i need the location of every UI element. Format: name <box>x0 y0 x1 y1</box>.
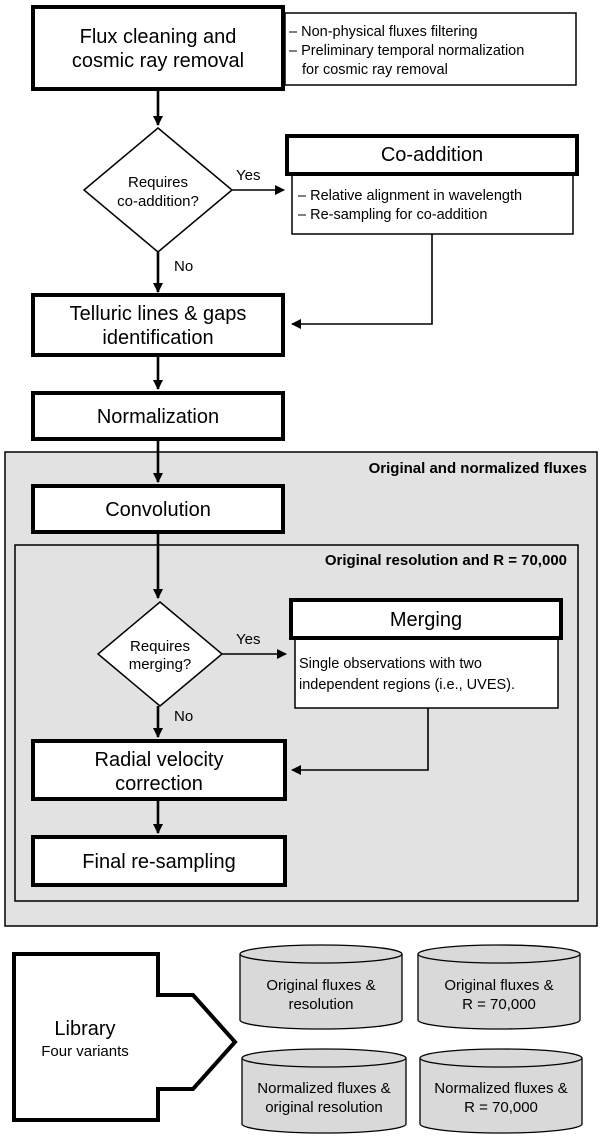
merging-decision-diamond <box>96 601 224 707</box>
library-subtitle: Four variants <box>41 1043 129 1060</box>
library-title: Library <box>54 1018 115 1040</box>
normalization-label: Normalization <box>97 406 219 428</box>
variant-4-line-2: R = 70,000 <box>464 1099 538 1116</box>
convolution-label: Convolution <box>105 499 211 521</box>
final-resampling-box <box>31 835 287 887</box>
coaddition-decision-diamond <box>82 127 234 253</box>
arrow-coaddition-to-telluric <box>291 234 433 329</box>
coaddition-no-label: No <box>174 258 193 275</box>
flux-cleaning-note-3: for cosmic ray removal <box>302 62 448 78</box>
telluric-line-2: identification <box>102 327 213 349</box>
telluric-box <box>31 293 285 357</box>
variant-3-line-2: original resolution <box>265 1099 383 1116</box>
flux-cleaning-box <box>31 5 285 91</box>
variant-2-line-2: R = 70,000 <box>462 996 536 1013</box>
merging-no-label: No <box>174 708 193 725</box>
flux-cleaning-line-1: Flux cleaning and <box>80 26 237 48</box>
merging-note-1: Single observations with two <box>299 656 482 672</box>
coaddition-title-box <box>285 134 579 176</box>
merging-title-box <box>289 598 563 640</box>
merging-note-2: independent regions (i.e., UVES). <box>299 677 515 693</box>
variant-1-line-1: Original fluxes & <box>266 977 375 994</box>
flux-cleaning-line-2: cosmic ray removal <box>72 50 244 72</box>
variant-2-line-1: Original fluxes & <box>444 977 553 994</box>
arrow-merging-to-radial-velocity <box>291 707 429 775</box>
convolution-box <box>31 484 285 534</box>
inner-group-label: Original resolution and R = 70,000 <box>325 552 567 569</box>
outer-group-label: Original and normalized fluxes <box>369 460 587 477</box>
flux-cleaning-note-1: – Non-physical fluxes filtering <box>289 24 478 40</box>
flux-cleaning-note-2: – Preliminary temporal normalization <box>289 43 524 59</box>
variant-4-line-1: Normalized fluxes & <box>434 1080 567 1097</box>
coaddition-note-2: – Re-sampling for co-addition <box>298 207 487 223</box>
coaddition-title: Co-addition <box>381 144 483 166</box>
merging-question-line-2: merging? <box>129 656 192 673</box>
cylinder-normalized-resolution: Normalized fluxes & original resolution <box>241 1048 407 1134</box>
merging-title: Merging <box>390 609 462 631</box>
telluric-line-1: Telluric lines & gaps <box>70 303 247 325</box>
coaddition-question-line-1: Requires <box>128 174 188 191</box>
coaddition-yes-label: Yes <box>236 167 260 184</box>
connectors <box>153 90 433 834</box>
library-arrow-shape <box>12 952 238 1122</box>
final-resampling-label: Final re-sampling <box>82 851 235 873</box>
radial-velocity-box <box>31 739 287 801</box>
coaddition-note-1: – Relative alignment in wavelength <box>298 188 522 204</box>
flux-cleaning-notes-box <box>284 12 577 86</box>
radial-velocity-line-1: Radial velocity <box>95 749 224 771</box>
normalization-box <box>31 391 285 441</box>
coaddition-notes-box <box>291 173 574 235</box>
variant-1-line-2: resolution <box>288 996 353 1013</box>
cylinder-normalized-r70000: Normalized fluxes & R = 70,000 <box>419 1048 583 1134</box>
merging-notes-box <box>294 637 559 709</box>
variant-3-line-1: Normalized fluxes & <box>257 1080 390 1097</box>
cylinder-original-r70000: Original fluxes & R = 70,000 <box>417 944 581 1030</box>
coaddition-question-line-2: co-addition? <box>117 193 199 210</box>
radial-velocity-line-2: correction <box>115 773 203 795</box>
cylinder-original-resolution: Original fluxes & resolution <box>239 944 403 1030</box>
merging-yes-label: Yes <box>236 631 260 648</box>
merging-question-line-1: Requires <box>130 638 190 655</box>
